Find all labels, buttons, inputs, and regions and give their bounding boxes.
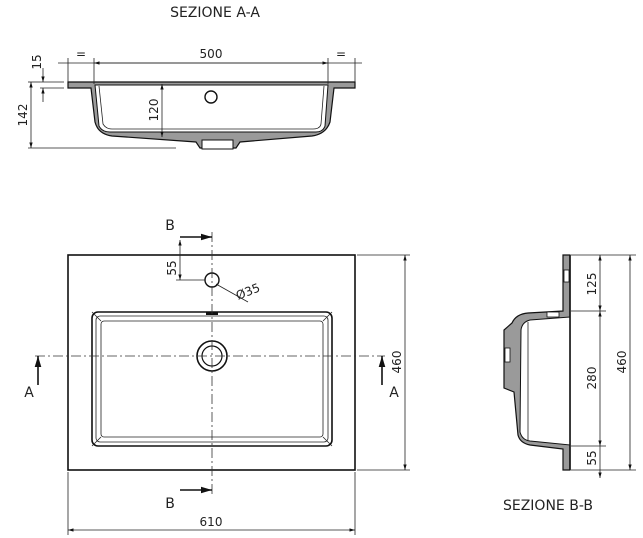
section-bb-bowl-interior — [519, 316, 571, 446]
label-a-right: A — [389, 385, 399, 401]
section-bb-title: SEZIONE B-B — [503, 498, 593, 514]
label-b-top: B — [165, 218, 175, 234]
section-bb-overflow — [546, 311, 560, 318]
section-aa-inner-edge — [98, 85, 325, 130]
bowl-corner-line — [322, 311, 333, 322]
diameter-leader-line — [215, 283, 249, 303]
bowl-inner-edge — [95, 315, 329, 443]
bowl-corner-line — [91, 311, 102, 322]
section-aa-title: SEZIONE A-A — [170, 5, 260, 21]
dim-55-hole: 55 — [165, 260, 179, 275]
dim-500: 500 — [200, 47, 223, 61]
dim-equal-left: = — [76, 47, 86, 61]
section-aa-bowl-interior — [94, 84, 329, 133]
bowl-corner-line — [322, 436, 333, 447]
dim-460-bb: 460 — [615, 351, 629, 374]
section-aa-drain-outlet — [201, 139, 234, 150]
plan-view: B B A A 55 Ø35 610 460 — [24, 218, 410, 535]
dim-120: 120 — [147, 99, 161, 122]
dim-125: 125 — [585, 273, 599, 296]
overflow-hole — [204, 90, 218, 104]
dim-610: 610 — [200, 515, 223, 529]
label-b-bottom: B — [165, 496, 175, 512]
basin-outline — [67, 254, 356, 471]
section-aa: SEZIONE A-A 500 = = 15 142 120 — [16, 5, 362, 150]
section-bb-drain — [504, 347, 511, 363]
dim-280: 280 — [585, 367, 599, 390]
bowl-corner-line — [91, 436, 102, 447]
dim-equal-right: = — [336, 47, 346, 61]
section-bb: 125 280 55 460 SEZIONE B-B — [503, 254, 636, 514]
label-a-left: A — [24, 385, 34, 401]
dim-diameter-35: Ø35 — [234, 281, 262, 303]
dim-460-plan: 460 — [390, 351, 404, 374]
dim-142: 142 — [16, 104, 30, 127]
dim-55-bb: 55 — [585, 450, 599, 465]
dim-15: 15 — [30, 54, 44, 69]
section-bb-tap-hole — [563, 269, 570, 283]
